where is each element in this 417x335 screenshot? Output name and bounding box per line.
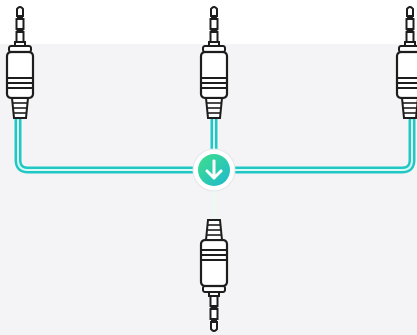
top-right-plug: [395, 5, 417, 120]
top-center-plug: [199, 5, 229, 120]
bottom-plug: [199, 218, 229, 333]
splitter-hub: [192, 148, 236, 192]
top-left-plug: [5, 5, 35, 120]
arrow-down-icon: [205, 159, 223, 180]
